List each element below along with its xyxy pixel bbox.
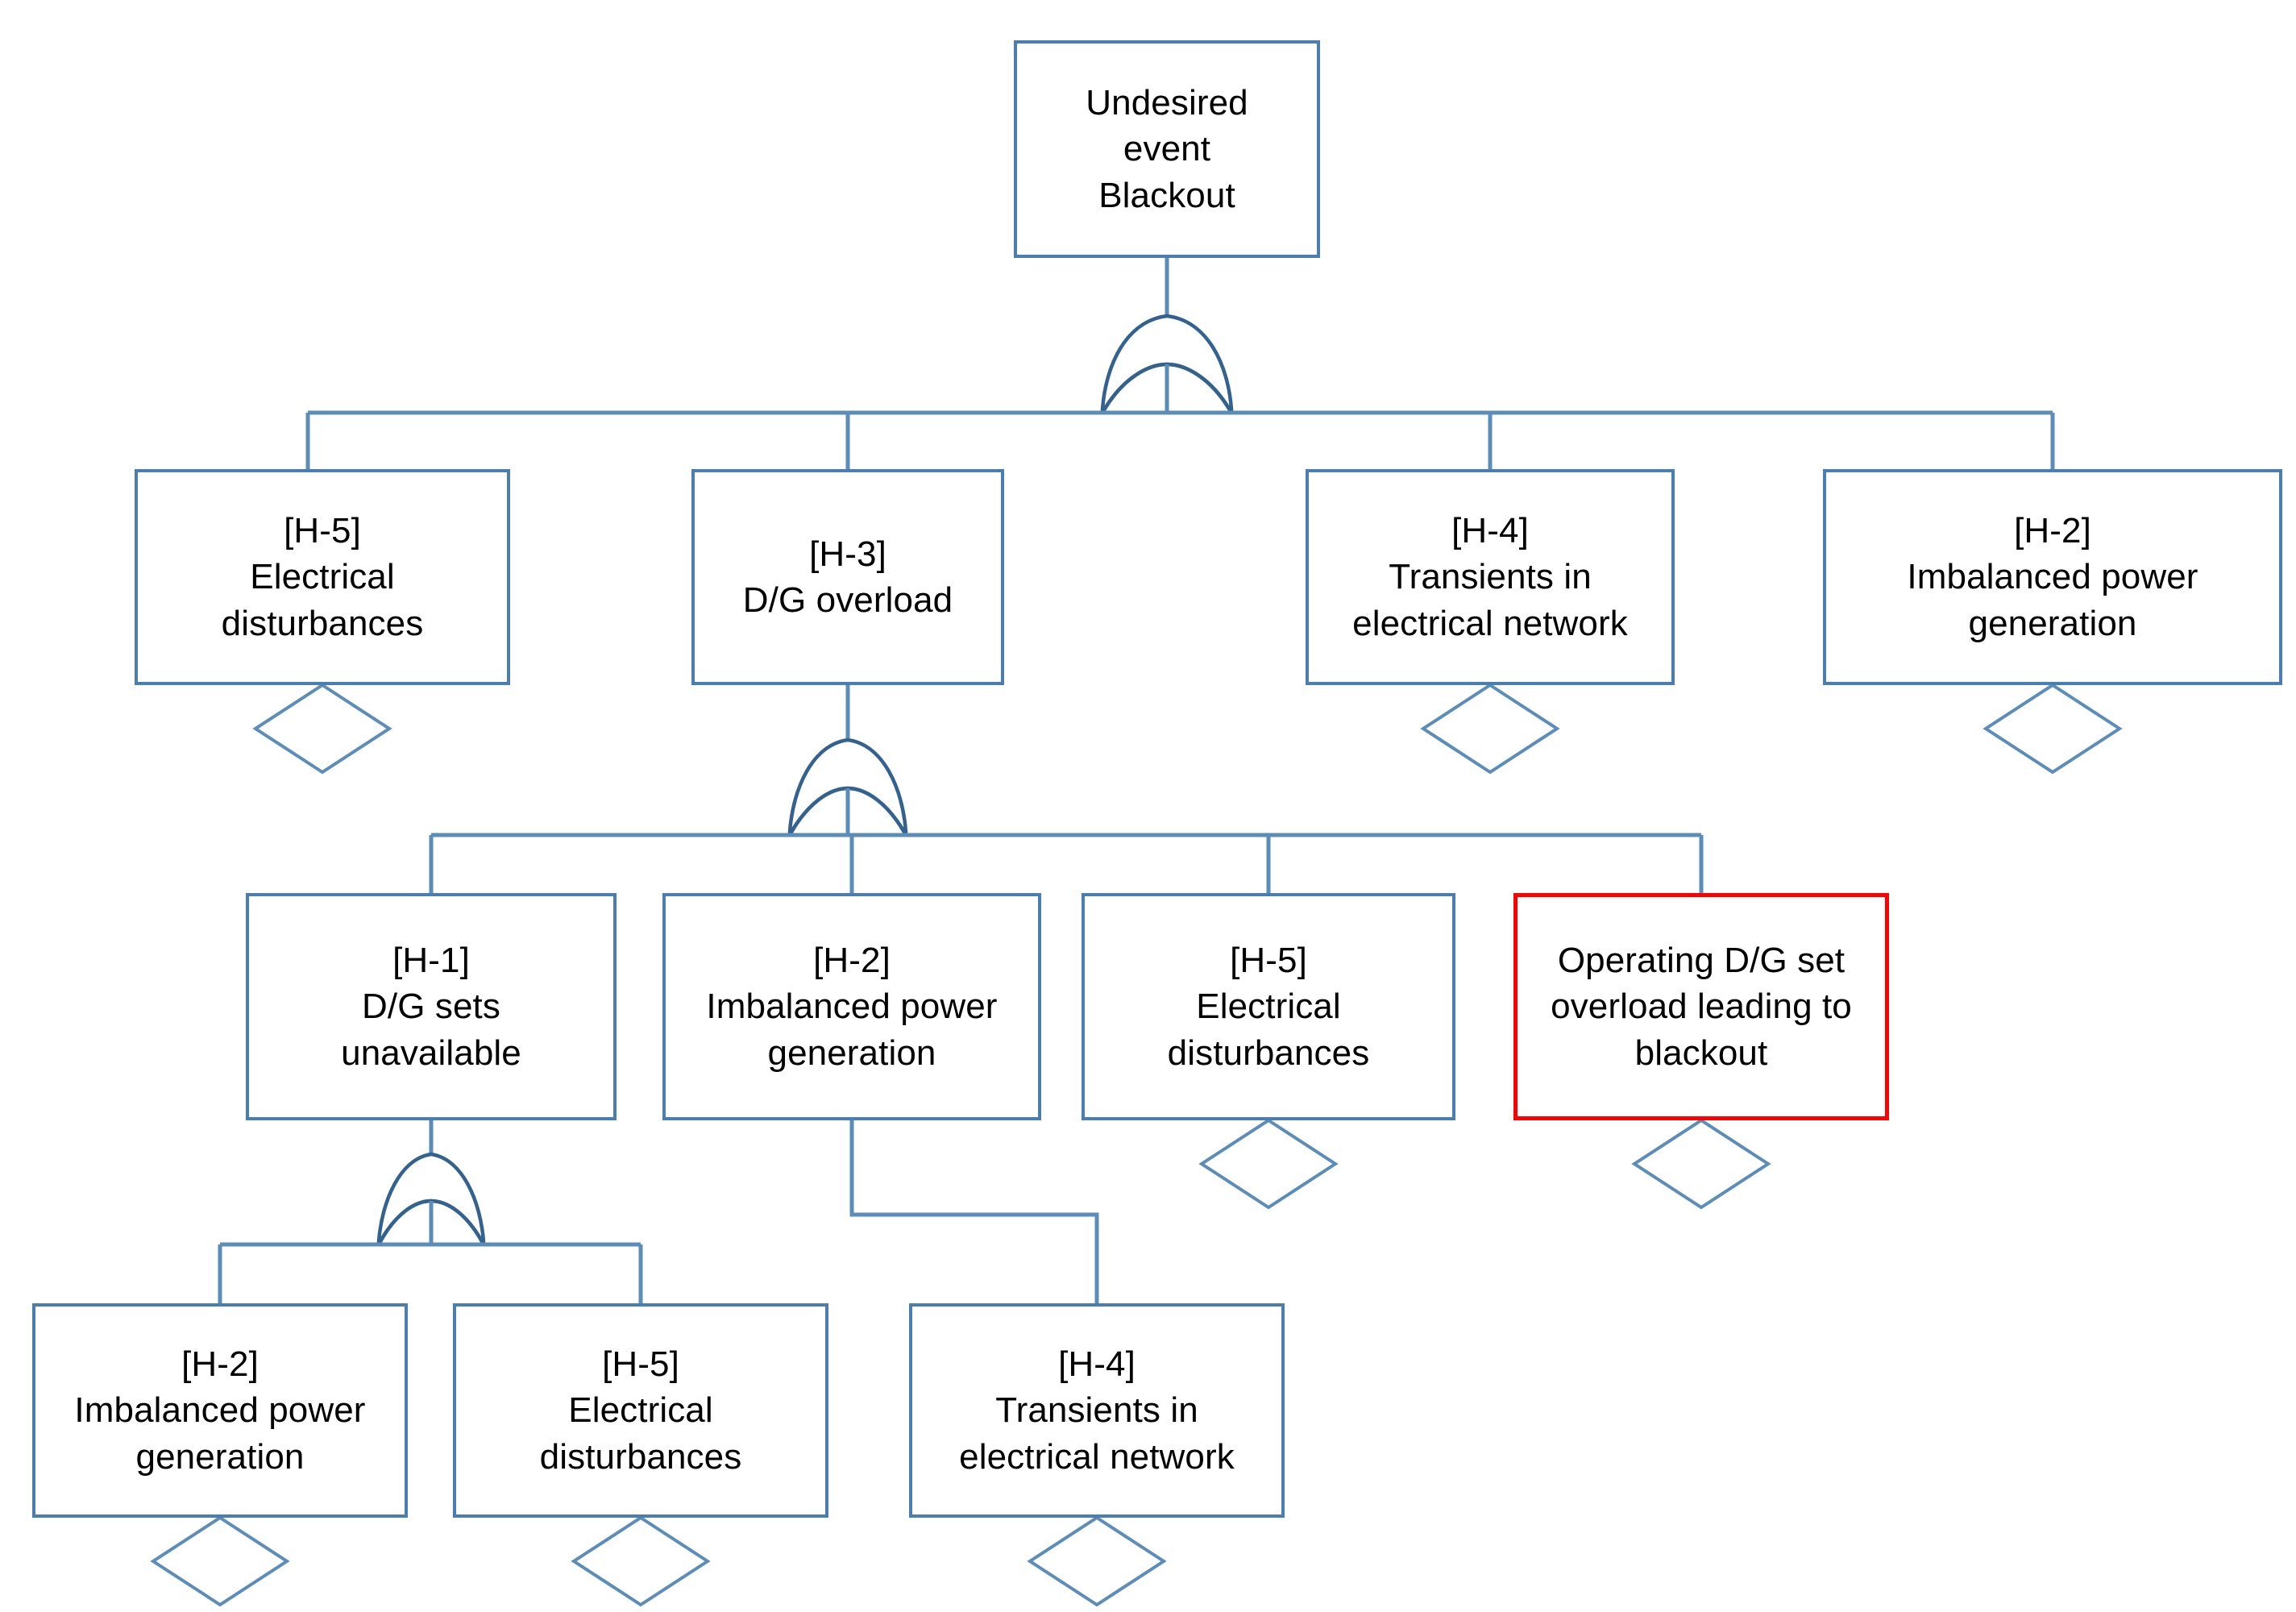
node-label: [H-4] Transients in electrical network xyxy=(959,1344,1235,1477)
node-h4-transients-row2[interactable]: [H-4] Transients in electrical network xyxy=(1306,469,1675,685)
or-gate-h1 xyxy=(376,1152,486,1247)
node-h5-electrical-disturbances-row4[interactable]: [H-5] Electrical disturbances xyxy=(453,1303,828,1518)
node-h5-electrical-disturbances-row2[interactable]: [H-5] Electrical disturbances xyxy=(135,469,510,685)
node-h5-electrical-disturbances-row3[interactable]: [H-5] Electrical disturbances xyxy=(1082,893,1455,1120)
node-label: [H-5] Electrical disturbances xyxy=(221,511,424,643)
node-h2-imbalanced-power-row4[interactable]: [H-2] Imbalanced power generation xyxy=(32,1303,408,1518)
node-label: [H-3] D/G overload xyxy=(742,534,953,620)
undeveloped-event-diamond xyxy=(252,683,392,775)
node-label: [H-5] Electrical disturbances xyxy=(539,1344,742,1477)
node-label: Undesired event Blackout xyxy=(1086,83,1248,215)
node-h3-dg-overload[interactable]: [H-3] D/G overload xyxy=(691,469,1004,685)
undeveloped-event-diamond xyxy=(1027,1515,1167,1607)
node-label: [H-4] Transients in electrical network xyxy=(1352,511,1628,643)
undeveloped-event-diamond xyxy=(1420,683,1560,775)
node-label: [H-2] Imbalanced power generation xyxy=(1907,511,2198,643)
node-root-undesired-event[interactable]: Undesired event Blackout xyxy=(1014,40,1320,258)
undeveloped-event-diamond xyxy=(150,1515,290,1607)
undeveloped-event-diamond xyxy=(1983,683,2123,775)
undeveloped-event-diamond xyxy=(1198,1118,1339,1210)
node-label: [H-2] Imbalanced power generation xyxy=(74,1344,366,1477)
node-h1-dg-sets-unavailable[interactable]: [H-1] D/G sets unavailable xyxy=(246,893,617,1120)
node-h4-transients-row4[interactable]: [H-4] Transients in electrical network xyxy=(909,1303,1285,1518)
node-h2-imbalanced-power-row2[interactable]: [H-2] Imbalanced power generation xyxy=(1823,469,2282,685)
node-h2-imbalanced-power-row3[interactable]: [H-2] Imbalanced power generation xyxy=(662,893,1041,1120)
undeveloped-event-diamond xyxy=(571,1515,711,1607)
node-label: [H-5] Electrical disturbances xyxy=(1167,941,1370,1073)
node-operating-dg-set-overload-blackout[interactable]: Operating D/G set overload leading to bl… xyxy=(1513,893,1889,1120)
edge-h2b-to-h4b xyxy=(849,1120,1099,1303)
or-gate-root xyxy=(1100,314,1234,415)
or-gate-h3 xyxy=(787,737,908,837)
node-label: [H-1] D/G sets unavailable xyxy=(341,941,521,1073)
node-label: Operating D/G set overload leading to bl… xyxy=(1551,941,1852,1073)
node-label: [H-2] Imbalanced power generation xyxy=(706,941,998,1073)
undeveloped-event-diamond xyxy=(1631,1118,1771,1210)
